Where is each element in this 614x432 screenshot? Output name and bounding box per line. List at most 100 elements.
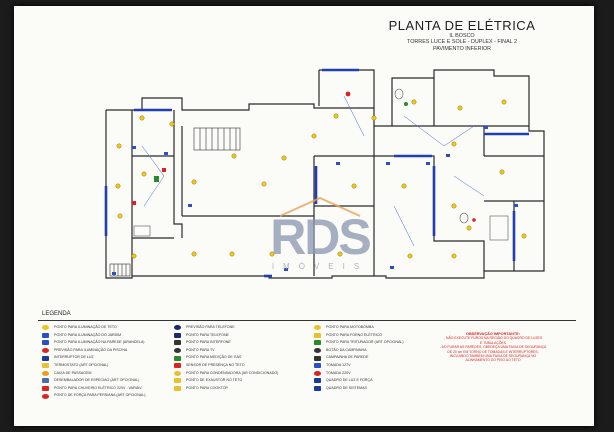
- legend-item: PONTO PARA COOKTOP: [174, 385, 278, 393]
- drawing-sheet: PLANTA DE ELÉTRICA IL BOSCO TORRES LUCE …: [14, 6, 594, 426]
- legend-item: QUADRO DE LUZ E FORÇA: [314, 377, 404, 385]
- legend-item: BOTÃO DA CAMPAINHA: [314, 347, 404, 355]
- cooktop-outlet-icon: [174, 386, 181, 392]
- floor-plan: [104, 68, 545, 279]
- important-observation: OBSERVAÇÃO IMPORTANTE: - NÃO EXECUTE FUR…: [434, 332, 552, 363]
- legend-item: PONTO PARA ILUMINAÇÃO DE TETO: [42, 324, 145, 332]
- legend-column-2: PREVISÃO PARA TELEFONE PONTO PARA TELEFON…: [174, 324, 278, 392]
- legend-label: PONTO PARA TELEFONE: [186, 332, 229, 337]
- legend-label: BOTÃO DA CAMPAINHA: [326, 347, 367, 352]
- legend-item: PONTO PARA TV: [174, 347, 278, 355]
- gas-meter-icon: [174, 355, 181, 361]
- legend-item: TOMADA 220V: [314, 370, 404, 378]
- pool-light-icon: [42, 348, 49, 354]
- subtitle-line-3: PAVIMENTO INFERIOR: [432, 45, 492, 52]
- pump-outlet-icon: [314, 325, 321, 331]
- legend-item: PREVISÃO PARA ILUMINAÇÃO DA PISCINA: [42, 347, 145, 355]
- bell-icon: [314, 355, 321, 361]
- legend-item: QUADRO DE SISTEMAS: [314, 385, 404, 393]
- legend-column-3: PONTO PARA MOTOBOMBA PONTO PARA FORNO ELÉ…: [314, 324, 404, 392]
- legend-label: PREVISÃO PARA ILUMINAÇÃO DA PISCINA: [54, 347, 128, 352]
- legend-label: PONTO PARA MOTOBOMBA: [326, 325, 374, 329]
- oven-outlet-icon: [314, 332, 321, 338]
- circuit-lines: [141, 95, 485, 247]
- outlet-127-icon: [314, 363, 321, 369]
- legend-label: PONTO PARA ILUMINAÇÃO DO JARDIM: [54, 332, 122, 337]
- legend-label: PONTO PARA ILUMINAÇÃO DE TETO: [54, 325, 117, 329]
- legend-item: PONTO PARA TRITURADOR (ART OPCIONAL): [314, 339, 404, 347]
- legend-item: SENSOR DE PRESENÇA NO TETO: [174, 362, 278, 370]
- observation-line: - NÃO EXECUTE FUROS NA REGIÃO DO QUADRO …: [443, 336, 543, 341]
- legend-label: INTERRUPTOR DE LUZ: [54, 355, 94, 360]
- legend-label: TOMADA 127V: [326, 362, 351, 367]
- legend-label: PREVISÃO PARA TELEFONE: [186, 325, 235, 329]
- legend-label: PONTO PARA MEDIÇÃO DE GÁS: [186, 355, 242, 360]
- disposal-outlet-icon: [314, 340, 321, 346]
- legend-label: DESEMBALADOR DE ESPECIAO (ART OPCIONAL): [54, 378, 140, 383]
- phone-outlet-icon: [174, 325, 181, 331]
- observation-line: DE 20 cm EM TORNO DE TOMADAS E INTERRUPT…: [447, 349, 539, 354]
- presence-sensor-icon: [174, 363, 181, 369]
- legend-item: PONTO DE EXAUSTOR NO TETO: [174, 377, 278, 385]
- legend-label: PONTO PARA FORNO ELÉTRICO: [326, 332, 382, 337]
- observation-line: E TUBULAÇÕES: [479, 340, 507, 345]
- legend-item: PONTO PARA ILUMINAÇÃO NA PAREDE (ARANDEL…: [42, 339, 145, 347]
- legend-label: QUADRO DE LUZ E FORÇA: [326, 378, 373, 383]
- legend-label: TERMOSTATO (ART OPCIONAL): [54, 362, 109, 367]
- legend-label: PONTO PARA INTERFONE: [186, 340, 231, 345]
- heater-outlet-icon: [42, 386, 49, 392]
- tv-outlet-icon: [174, 348, 181, 354]
- legend-item: CAMPAINHA DE PAREDE: [314, 354, 404, 362]
- breaker-icon: [42, 378, 49, 384]
- legend-item: PONTO PARA MOTOBOMBA: [314, 324, 404, 332]
- title-block: PLANTA DE ELÉTRICA IL BOSCO TORRES LUCE …: [362, 18, 562, 52]
- legend-item: PONTO PARA TELEFONE: [174, 332, 278, 340]
- observation-line: ALINHAMENTO DO PISO AO TETO: [465, 358, 521, 363]
- intercom-icon: [174, 340, 181, 346]
- legend-item: PREVISÃO PARA TELEFONE: [174, 324, 278, 332]
- legend-item: PONTO PARA INTERFONE: [174, 339, 278, 347]
- legend-label: PONTO PARA CHUVEIRO ELÉTRICO 220V - VARI…: [54, 385, 143, 390]
- legend-label: PONTO DE FORÇA PARA PERSIANA (ART OPCION…: [54, 393, 146, 398]
- power-outlet-icon: [42, 393, 49, 399]
- legend-column-1: PONTO PARA ILUMINAÇÃO DE TETO PONTO PARA …: [42, 324, 145, 400]
- legend-label: PONTO PARA TV: [186, 347, 215, 352]
- ceiling-fan-icon: [174, 378, 181, 384]
- legend-divider: [38, 320, 576, 321]
- legend-item: PONTO PARA FORNO ELÉTRICO: [314, 332, 404, 340]
- ac-outlet-icon: [174, 370, 181, 376]
- ceiling-light-icon: [42, 325, 49, 331]
- legend-label: PONTO DE EXAUSTOR NO TETO: [186, 378, 243, 383]
- legend-item: PONTO PARA CONDENSADORA (AR CONDICIONADO…: [174, 370, 278, 378]
- legend-label: SENSOR DE PRESENÇA NO TETO: [186, 362, 245, 367]
- legend-item: CAIXA DE PASSAGEM: [42, 370, 145, 378]
- legend-title: LEGENDA: [42, 311, 71, 317]
- legend-label: PONTO PARA ILUMINAÇÃO NA PAREDE (ARANDEL…: [54, 340, 145, 345]
- wall-light-icon: [42, 340, 49, 346]
- legend-item: DESEMBALADOR DE ESPECIAO (ART OPCIONAL): [42, 377, 145, 385]
- garden-light-icon: [42, 332, 49, 338]
- light-points: [112, 91, 527, 275]
- stairs: [109, 127, 241, 277]
- legend-item: PONTO DE FORÇA PARA PERSIANA (ART OPCION…: [42, 392, 145, 400]
- legend-item: PONTO PARA ILUMINAÇÃO DO JARDIM: [42, 332, 145, 340]
- observation-line: - AO FURAR AS PAREDES, OBEDEÇA UMA FAIXA…: [439, 345, 547, 350]
- legend-label: CAIXA DE PASSAGEM: [54, 370, 92, 375]
- exhaust-fan-icon: [42, 370, 49, 376]
- phone-outlet-icon: [174, 332, 181, 338]
- light-switch-icon: [42, 355, 49, 361]
- observation-line: INCLUINDO TAMBÉM UMA FAIXA DE SEGURANÇA …: [449, 354, 537, 359]
- subtitle-line-2: TORRES LUCE E SOLE - DUPLEX - FINAL 2: [407, 39, 517, 46]
- legend-label: PONTO PARA COOKTOP: [186, 385, 228, 390]
- legend-item: PONTO PARA MEDIÇÃO DE GÁS: [174, 354, 278, 362]
- fixtures: [133, 88, 509, 241]
- legend-label: QUADRO DE SISTEMAS: [326, 385, 367, 390]
- subtitle-line-1: IL BOSCO: [449, 33, 475, 39]
- systems-board-icon: [314, 386, 321, 392]
- distribution-board-icon: [314, 378, 321, 384]
- page-title: PLANTA DE ELÉTRICA: [388, 18, 536, 33]
- legend-label: PONTO PARA TRITURADOR (ART OPCIONAL): [326, 340, 404, 345]
- legend-item: PONTO PARA CHUVEIRO ELÉTRICO 220V - VARI…: [42, 385, 145, 393]
- walls: [105, 69, 545, 279]
- legend-label: TOMADA 220V: [326, 370, 351, 375]
